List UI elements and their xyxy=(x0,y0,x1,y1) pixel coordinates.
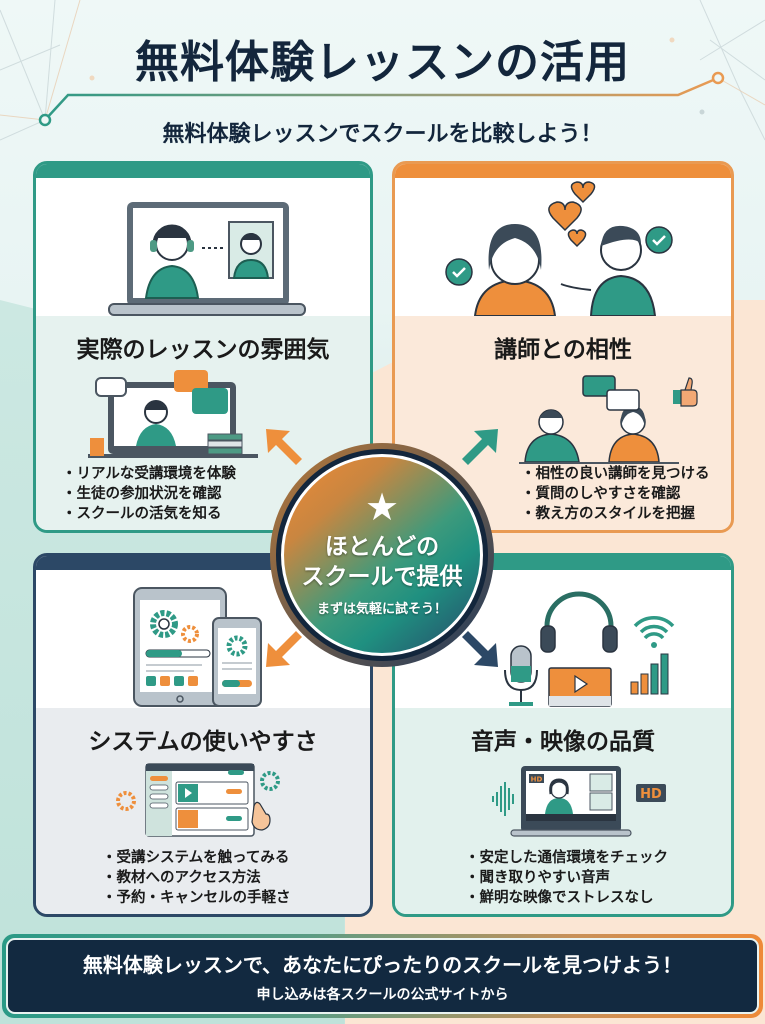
point-item: 聞き取りやすい音声 xyxy=(465,868,668,888)
footer-banner: 無料体験レッスンで、あなたにぴったりのスクールを見つけよう！ 申し込みは各スクー… xyxy=(2,934,763,1018)
card-audio-video-quality: 音声・映像の品質 HD HD xyxy=(392,553,734,917)
conversation-thumbs-up-icon xyxy=(395,364,731,464)
point-item: 予約・キャンセルの手軽さ xyxy=(102,888,291,908)
point-item: 生徒の参加状況を確認 xyxy=(62,484,236,504)
point-item: リアルな受講環境を体験 xyxy=(62,464,236,484)
badge-subtext: まずは気軽に試そう！ xyxy=(316,601,447,617)
card-title: システムの使いやすさ xyxy=(88,729,318,755)
badge-headline: ほとんどの スクールで提供 xyxy=(301,533,463,590)
card-title: 実際のレッスンの雰囲気 xyxy=(76,337,330,363)
point-item: 受講システムを触ってみる xyxy=(102,848,291,868)
page-subtitle: 無料体験レッスンでスクールを比較しよう！ xyxy=(162,122,603,147)
card-points-list: 安定した通信環境をチェック 聞き取りやすい音声 鮮明な映像でストレスなし xyxy=(465,848,669,908)
arrow-up-right-icon xyxy=(462,429,498,465)
card-points-list: 受講システムを触ってみる 教材へのアクセス方法 予約・キャンセルの手軽さ xyxy=(102,848,291,908)
hd-tag-label: HD xyxy=(640,787,662,802)
card-title: 講師との相性 xyxy=(494,337,632,363)
footer-headline: 無料体験レッスンで、あなたにぴったりのスクールを見つけよう！ xyxy=(82,952,683,977)
arrow-down-right-icon xyxy=(462,631,498,667)
hd-laptop-audio-wave-icon: HD HD xyxy=(395,756,731,856)
footer-subtext: 申し込みは各スクールの公式サイトから xyxy=(256,986,509,1003)
card-title: 音声・映像の品質 xyxy=(471,729,655,755)
card-points-list: リアルな受講環境を体験 生徒の参加状況を確認 スクールの活気を知る xyxy=(62,464,236,524)
app-dashboard-click-icon xyxy=(36,756,370,856)
point-item: 質問のしやすさを確認 xyxy=(521,484,710,504)
tablet-phone-settings-icon xyxy=(36,570,370,708)
card-points-list: 相性の良い講師を見つける 質問のしやすさを確認 教え方のスタイルを把握 xyxy=(521,464,710,524)
star-icon: ★ xyxy=(364,484,400,529)
laptop-video-call-icon xyxy=(36,178,370,316)
point-item: 安定した通信環境をチェック xyxy=(465,848,669,868)
point-item: スクールの活気を知る xyxy=(62,504,236,524)
point-item: 教え方のスタイルを把握 xyxy=(521,504,710,524)
online-teacher-chat-icon xyxy=(36,364,370,464)
arrow-down-left-icon xyxy=(266,631,302,667)
point-item: 鮮明な映像でストレスなし xyxy=(465,888,668,908)
page-title: 無料体験レッスンの活用 xyxy=(135,37,630,88)
teacher-student-hearts-icon xyxy=(395,178,731,316)
point-item: 相性の良い講師を見つける xyxy=(521,464,710,484)
hd-screen-label: HD xyxy=(531,776,543,784)
arrow-up-left-icon xyxy=(266,429,302,465)
point-item: 教材へのアクセス方法 xyxy=(102,868,291,888)
card-accent-bar xyxy=(395,164,731,178)
center-badge: ★ ほとんどの スクールで提供 まずは気軽に試そう！ xyxy=(262,425,502,667)
card-accent-bar xyxy=(36,164,370,178)
